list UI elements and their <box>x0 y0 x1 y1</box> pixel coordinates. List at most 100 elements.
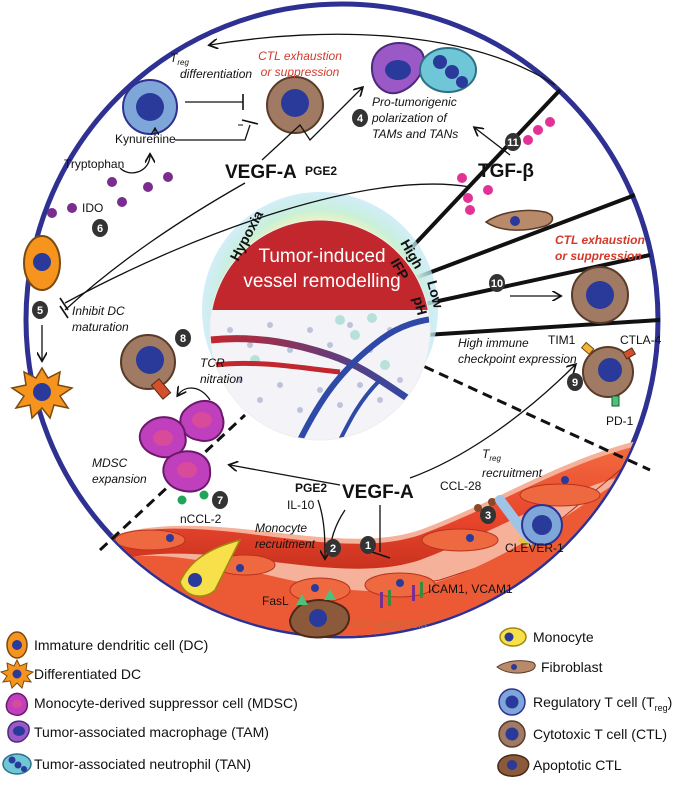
ctl-exh-right-1: CTL exhaustion <box>555 233 645 247</box>
divider-2 <box>409 193 636 282</box>
legend-immature-dc: Immature dendritic cell (DC) <box>6 631 208 659</box>
svg-text:Monocyte-derived suppressor ce: Monocyte-derived suppressor cell (MDSC) <box>34 695 298 711</box>
tcr-arrow <box>178 388 211 401</box>
clever1-label: CLEVER-1 <box>505 541 564 555</box>
legend-ctl: Cytotoxic T cell (CTL) <box>498 720 667 748</box>
ctl-exh-top-1: CTL exhaustion <box>258 49 342 63</box>
pd1-label: PD-1 <box>606 414 634 428</box>
fibroblast-cell <box>484 209 554 231</box>
legend-left: Immature dendritic cell (DC) Differentia… <box>0 631 298 775</box>
svg-text:3: 3 <box>485 510 491 522</box>
divider-3 <box>419 253 651 307</box>
treg-diff-label: Treg <box>170 51 189 67</box>
legend-tam: Tumor-associated macrophage (TAM) <box>7 720 269 743</box>
tryptophan-arrow <box>119 155 150 174</box>
inhibit-dc-1: Inhibit DC <box>72 304 125 318</box>
tcr-2: nitration <box>200 372 243 386</box>
pro-tum-2: polarization of <box>371 111 448 125</box>
vegfa-inhibit-line <box>64 182 246 311</box>
number-badge-9 <box>567 373 583 391</box>
number-badge-5 <box>32 301 48 319</box>
svg-text:Immature dendritic cell (DC): Immature dendritic cell (DC) <box>34 637 208 653</box>
svg-text:1: 1 <box>365 540 371 552</box>
vegfa-top-label: VEGF-A <box>225 162 297 183</box>
number-badge-6 <box>92 219 108 237</box>
svg-text:2: 2 <box>330 543 336 555</box>
tam-cell-top <box>370 41 425 95</box>
svg-text:Monocyte: Monocyte <box>533 629 594 645</box>
mdsc-exp-2: expansion <box>92 472 147 486</box>
tgfb-inhibit-line <box>64 183 471 304</box>
low-label: Low <box>424 279 447 310</box>
svg-text:Tumor-associated macrophage (T: Tumor-associated macrophage (TAM) <box>34 724 269 740</box>
number-badge-1 <box>360 536 376 554</box>
svg-text:Regulatory T cell (Treg): Regulatory T cell (Treg) <box>533 694 672 713</box>
svg-text:10: 10 <box>491 278 503 290</box>
svg-text:Apoptotic CTL: Apoptotic CTL <box>533 757 622 773</box>
vegfa-mid-label: VEGF-A <box>342 482 414 503</box>
svg-text:11: 11 <box>507 137 519 149</box>
tumor-core <box>210 220 430 440</box>
nccl2-label: nCCL-2 <box>180 512 222 526</box>
number-badge-11 <box>505 133 521 151</box>
ctl-cell-top <box>266 76 324 134</box>
treg-cell-top <box>122 79 178 135</box>
adhesion-molecules <box>380 582 423 608</box>
ido-label: IDO <box>82 201 103 215</box>
checkpoint-label: checkpoint expression <box>458 352 577 366</box>
center-title-line1: Tumor-induced <box>258 246 385 267</box>
number-badge-7 <box>212 491 228 509</box>
tgfb-label: TGF-β <box>478 161 534 182</box>
ctl-cell-checkpoint <box>580 341 637 407</box>
divider-4 <box>424 318 661 337</box>
il10-label: IL-10 <box>287 498 315 512</box>
legend-right: Monocyte Fibroblast Regulatory T cell (T… <box>496 627 672 777</box>
high-immune-label: High immune <box>458 336 529 350</box>
svg-text:Fibroblast: Fibroblast <box>541 659 603 675</box>
fasl-label: FasL <box>262 594 289 608</box>
ph-label: pH <box>410 295 430 317</box>
legend-mdsc: Monocyte-derived suppressor cell (MDSC) <box>5 692 298 716</box>
legend-tan: Tumor-associated neutrophil (TAN) <box>2 753 251 775</box>
legend-apoptotic-ctl: Apoptotic CTL <box>497 754 622 777</box>
tan-cell-top <box>419 47 477 93</box>
pge2-top-label: PGE2 <box>305 164 337 178</box>
mdsc-exp-1: MDSC <box>92 456 128 470</box>
number-badge-10 <box>489 274 505 292</box>
ctl-apoptosis-label: CTL apoptosis <box>350 617 427 631</box>
tcr-1: TCR <box>200 356 225 370</box>
icam-label: ICAM1, VCAM1 <box>428 582 513 596</box>
svg-text:8: 8 <box>180 333 186 345</box>
differentiated-dc-cell <box>10 366 74 420</box>
svg-text:7: 7 <box>217 495 223 507</box>
ctl-cell-tcr <box>120 334 176 400</box>
number-badge-3 <box>480 506 496 524</box>
ctla4-label: CTLA-4 <box>620 333 662 347</box>
ctl-cell-right <box>571 266 629 324</box>
pge2-mid-label: PGE2 <box>295 481 327 495</box>
mono-rec-2: recruitment <box>255 537 316 551</box>
vegfa-to-ctl-arrow <box>409 365 575 479</box>
tryptophan-label: Tryptophan <box>64 157 124 171</box>
inhibit-dc-2: maturation <box>72 320 129 334</box>
tgfb-arrow <box>475 128 511 156</box>
mono-rec-1: Monocyte <box>255 521 307 535</box>
number-badge-2 <box>325 539 341 557</box>
ctl-exh-right-2: or suppression <box>555 249 642 263</box>
legend-differentiated-dc: Differentiated DC <box>0 658 141 689</box>
arrow-top-curve <box>210 33 556 86</box>
pro-tum-1: Pro-tumorigenic <box>372 95 457 109</box>
vegfa-to-mdsc-arrow <box>230 465 341 486</box>
tim1-label: TIM1 <box>548 333 576 347</box>
nccl2-molecules <box>177 490 209 505</box>
svg-text:6: 6 <box>97 223 103 235</box>
treg-cell-vessel <box>495 495 563 547</box>
svg-text:4: 4 <box>357 113 364 125</box>
number-badge-4 <box>352 109 368 127</box>
treg-rec-suffix: recruitment <box>482 466 543 480</box>
apoptotic-ctl-vessel <box>288 589 350 639</box>
divider-1 <box>398 88 562 262</box>
ccl28-label: CCL-28 <box>440 479 482 493</box>
kynurenine-label: Kynurenine <box>115 132 176 146</box>
